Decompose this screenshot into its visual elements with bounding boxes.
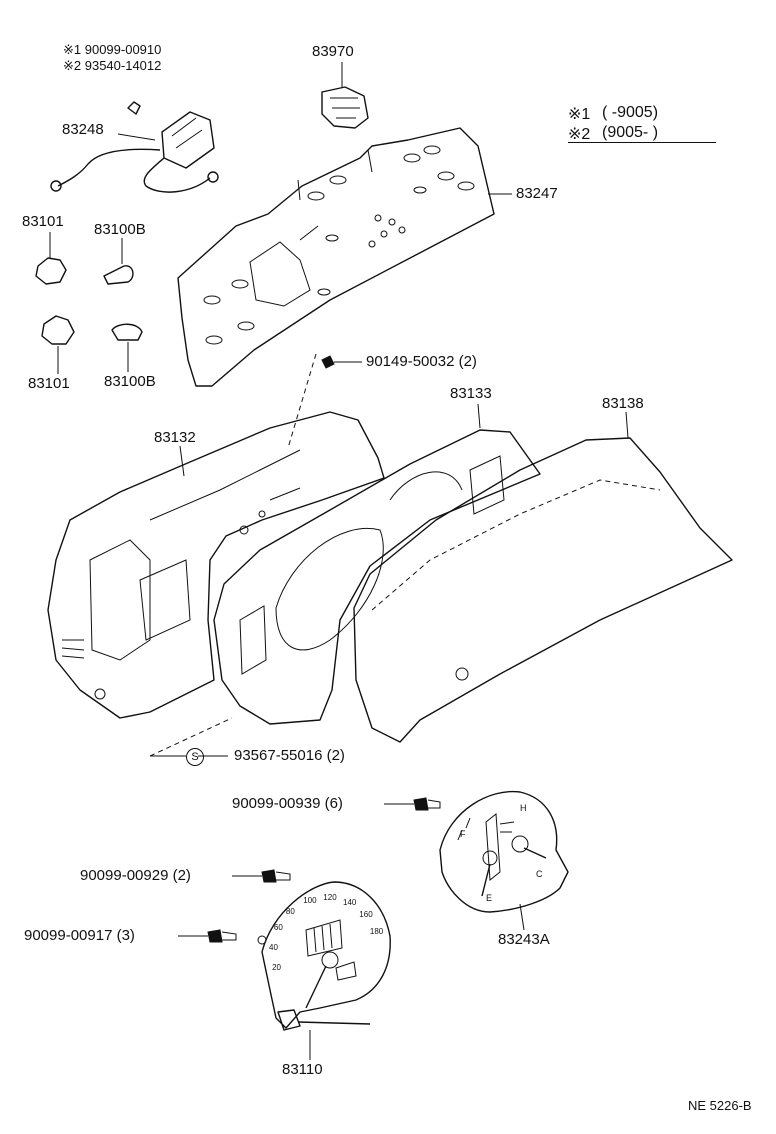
part-label-83247: 83247 bbox=[516, 185, 558, 202]
screw-90149 bbox=[287, 353, 362, 449]
bracket-plate-83247 bbox=[177, 127, 512, 387]
panel-83133 bbox=[213, 403, 541, 725]
speed-tick-label: 20 bbox=[272, 962, 281, 972]
lens-83138 bbox=[353, 411, 733, 743]
part-label-83138: 83138 bbox=[602, 395, 644, 412]
sensor-83970 bbox=[321, 62, 369, 129]
note-line-2: ※2 93540-14012 bbox=[63, 58, 162, 73]
screw-90099-929 bbox=[232, 869, 291, 883]
speed-tick-label: 120 bbox=[323, 893, 337, 902]
part-label-93567: 93567-55016 (2) bbox=[234, 747, 345, 764]
part-label-83970: 83970 bbox=[312, 43, 354, 60]
speed-tick-label: 40 bbox=[269, 942, 278, 952]
part-label-83132: 83132 bbox=[154, 429, 196, 446]
speed-tick-label: 100 bbox=[303, 896, 317, 906]
note-line-1: ※1 90099-00910 bbox=[63, 42, 162, 57]
bulb-83100b-b bbox=[111, 323, 143, 372]
s-circle-marker: S bbox=[186, 748, 204, 766]
speed-tick-label: 160 bbox=[359, 909, 373, 919]
screw-90099-939 bbox=[384, 797, 441, 811]
part-label-83100b-a: 83100B bbox=[94, 221, 146, 238]
legend-underline bbox=[568, 142, 716, 143]
part-label-90099-929: 90099-00929 (2) bbox=[80, 867, 191, 884]
part-label-83133: 83133 bbox=[450, 385, 492, 402]
gauge-letter-f: F bbox=[460, 829, 466, 839]
part-label-90099-939: 90099-00939 (6) bbox=[232, 795, 343, 812]
part-label-83101-a: 83101 bbox=[22, 213, 64, 230]
part-label-90099-917: 90099-00917 (3) bbox=[24, 927, 135, 944]
speed-tick-label: 80 bbox=[285, 906, 295, 916]
fuel-temp-gauge-83243a bbox=[439, 790, 569, 931]
bulb-83100b-a bbox=[103, 238, 134, 285]
speed-tick-label: 180 bbox=[369, 927, 384, 937]
part-label-83248: 83248 bbox=[62, 121, 104, 138]
figure-code: NE 5226-B bbox=[688, 1098, 752, 1113]
legend-box: ※1 ( -9005) ※2 (9005- ) bbox=[568, 104, 728, 148]
legend-key-1: ※1 bbox=[568, 106, 591, 123]
legend-key-2: ※2 bbox=[568, 126, 591, 143]
part-label-83110: 83110 bbox=[282, 1061, 323, 1078]
socket-83101-a bbox=[35, 232, 67, 285]
screw-90099-917 bbox=[178, 929, 237, 943]
speed-tick-label: 60 bbox=[273, 923, 283, 932]
housing-83132 bbox=[47, 411, 385, 719]
socket-83101-b bbox=[41, 315, 75, 374]
part-label-83243a: 83243A bbox=[498, 931, 550, 948]
legend-range-1: ( -9005) bbox=[602, 104, 659, 121]
part-label-83100b-b: 83100B bbox=[104, 373, 156, 390]
gauge-letter-h: H bbox=[520, 803, 527, 813]
speed-tick-label: 140 bbox=[343, 897, 357, 907]
part-label-83101-b: 83101 bbox=[28, 375, 70, 392]
gauge-letter-e: E bbox=[486, 893, 493, 903]
speedometer-83110 bbox=[257, 881, 391, 1060]
part-label-90149: 90149-50032 (2) bbox=[366, 353, 477, 370]
legend-range-2: (9005- ) bbox=[602, 124, 659, 141]
harness-83248 bbox=[50, 101, 219, 193]
gauge-letter-c: C bbox=[536, 869, 543, 879]
